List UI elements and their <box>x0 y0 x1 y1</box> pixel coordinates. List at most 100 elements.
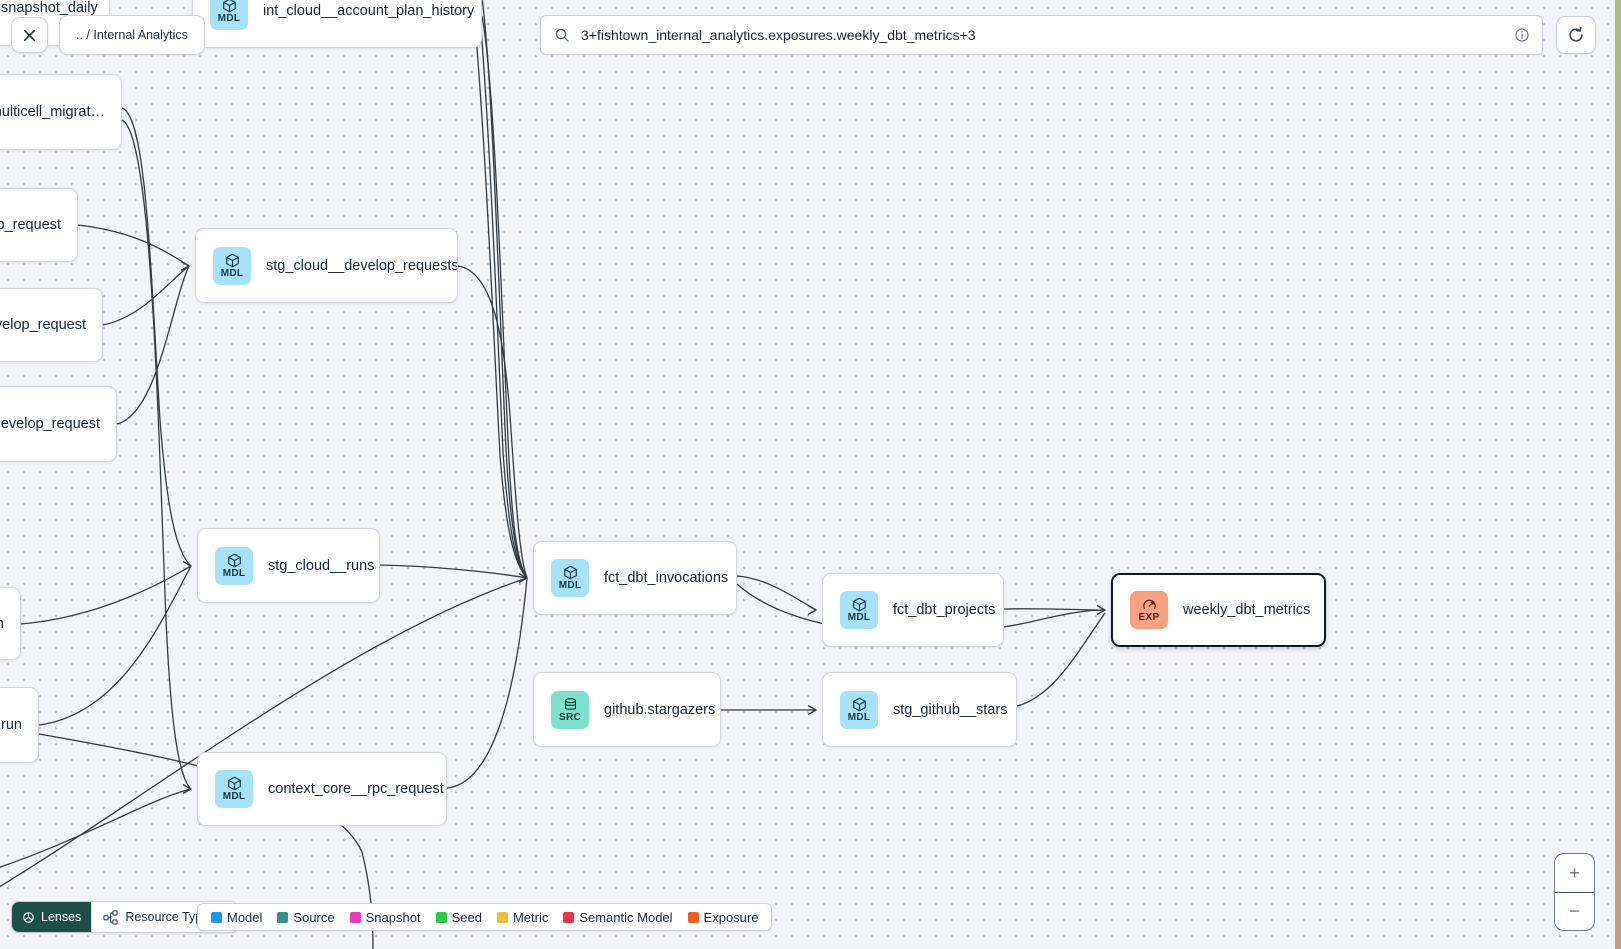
model-icon <box>227 776 242 791</box>
edge <box>478 0 528 579</box>
node-label: stg_cloud__runs <box>268 557 375 574</box>
resource-type-legend: Model Source Snapshot Seed Metric Semantic Mo… <box>197 903 773 931</box>
lenses-button[interactable]: Lenses <box>12 902 92 932</box>
legend-swatch-metric <box>496 911 508 923</box>
model-icon <box>225 253 240 268</box>
edge <box>121 107 192 567</box>
window-edge-strip <box>1615 0 1621 949</box>
node-label: .develop_request <box>0 416 100 432</box>
edge <box>102 265 190 326</box>
legend-swatch-seed <box>435 911 447 923</box>
edge <box>0 577 528 888</box>
legend-swatch-semantic-model <box>563 911 575 923</box>
node-label: github.stargazers <box>604 701 716 718</box>
node-label: fct_dbt_invocations <box>604 570 729 586</box>
edge-arrowhead <box>807 604 817 616</box>
lenses-label: Lenses <box>41 910 82 924</box>
node-p-request[interactable]: p_request <box>0 188 78 262</box>
node-velop-request[interactable]: velop_request <box>0 288 103 362</box>
node-label: stg_github__stars <box>893 701 1008 718</box>
edge <box>472 0 528 579</box>
refresh-button[interactable] <box>1556 16 1596 54</box>
node-type-badge-label: EXP <box>1138 612 1160 623</box>
node-type-badge: MDL <box>210 0 248 30</box>
node-type-badge: MDL <box>213 246 251 285</box>
node-multicell-migrat[interactable]: multicell_migrat… <box>0 74 122 150</box>
legend-item-snapshot: Snapshot <box>349 909 421 925</box>
node-type-badge-label: MDL <box>222 567 246 579</box>
legend-label: Snapshot <box>365 909 421 925</box>
edge-arrowhead <box>180 260 190 272</box>
node-label: run <box>1 717 22 733</box>
info-icon[interactable] <box>1514 27 1530 43</box>
legend-label: Model <box>227 909 263 925</box>
legend-label: Exposure <box>703 909 759 925</box>
edge <box>379 564 528 579</box>
node-fct-dbt-invocations[interactable]: MDL fct_dbt_invocations <box>533 541 737 615</box>
node-label: p_request <box>0 217 61 233</box>
node-type-badge-label: MDL <box>220 267 244 279</box>
edge-arrowhead <box>1096 604 1106 616</box>
edge <box>77 224 190 267</box>
legend-swatch-source <box>277 911 289 923</box>
node-int-cloud-account-plan-history[interactable]: MDL int_cloud__account_plan_history <box>192 0 482 48</box>
model-icon <box>852 697 867 712</box>
zoom-in-button[interactable]: + <box>1555 854 1594 892</box>
node-label: snapshot_daily <box>1 0 98 16</box>
node-type-badge: MDL <box>215 770 253 808</box>
node-label: stg_cloud__develop_requests <box>266 257 458 274</box>
legend-item-metric: Metric <box>496 910 548 925</box>
legend-label: Seed <box>451 909 482 925</box>
node-stg-github-stars[interactable]: MDL stg_github__stars <box>822 672 1017 747</box>
zoom-out-button[interactable]: − <box>1555 891 1594 930</box>
node-partial-n[interactable]: n <box>0 587 21 660</box>
node-partial-run[interactable]: run <box>0 687 39 763</box>
node-type-badge-label: MDL <box>222 791 246 802</box>
legend-label: Semantic Model <box>579 909 673 925</box>
resource-type-label: Resource Type <box>125 910 210 924</box>
search-bar[interactable] <box>540 15 1543 55</box>
model-icon <box>852 597 867 612</box>
edge-arrowhead <box>518 572 528 584</box>
edge-arrowhead <box>807 704 817 716</box>
edge <box>1016 612 1106 707</box>
edge <box>446 577 528 789</box>
edge <box>38 565 192 726</box>
node-type-badge-label: MDL <box>847 711 871 723</box>
edge <box>121 119 192 790</box>
node-label: velop_request <box>0 317 86 333</box>
close-button[interactable] <box>11 17 48 53</box>
node-type-badge-label: MDL <box>558 580 582 591</box>
search-input[interactable] <box>579 26 1514 44</box>
node-type-badge-label: MDL <box>217 13 241 24</box>
zoom-controls: + − <box>1554 853 1595 931</box>
node-label: n <box>0 616 20 632</box>
node-context-core-rpc-request[interactable]: MDL context_core__rpc_request <box>197 752 447 826</box>
legend-item-source: Source <box>277 910 335 925</box>
node-label: context_core__rpc_request <box>268 781 444 797</box>
node-github-stargazers[interactable]: SRC github.stargazers <box>533 672 721 747</box>
source-icon <box>563 697 578 712</box>
edge-arrowhead <box>182 783 192 795</box>
breadcrumb-label: .. / Internal Analytics <box>76 28 188 42</box>
node-label: int_cloud__account_plan_history <box>263 3 475 19</box>
node-type-badge: MDL <box>551 559 589 597</box>
edge <box>1003 608 1106 611</box>
resource-type-icon <box>103 909 118 925</box>
node-stg-cloud-runs[interactable]: MDL stg_cloud__runs <box>197 528 380 603</box>
legend-item-semantic-model: Semantic Model <box>563 909 673 925</box>
node-type-badge: EXP <box>1130 591 1168 629</box>
node-develop-request[interactable]: .develop_request <box>0 386 117 462</box>
model-icon <box>227 553 242 568</box>
node-type-badge: MDL <box>840 690 878 729</box>
node-stg-cloud-develop-requests[interactable]: MDL stg_cloud__develop_requests <box>195 228 458 303</box>
breadcrumb[interactable]: .. / Internal Analytics <box>59 15 205 55</box>
node-type-badge: MDL <box>840 591 878 629</box>
legend-swatch-snapshot <box>349 911 361 923</box>
node-type-badge-label: SRC <box>558 711 581 723</box>
edge-arrowhead <box>182 560 192 572</box>
